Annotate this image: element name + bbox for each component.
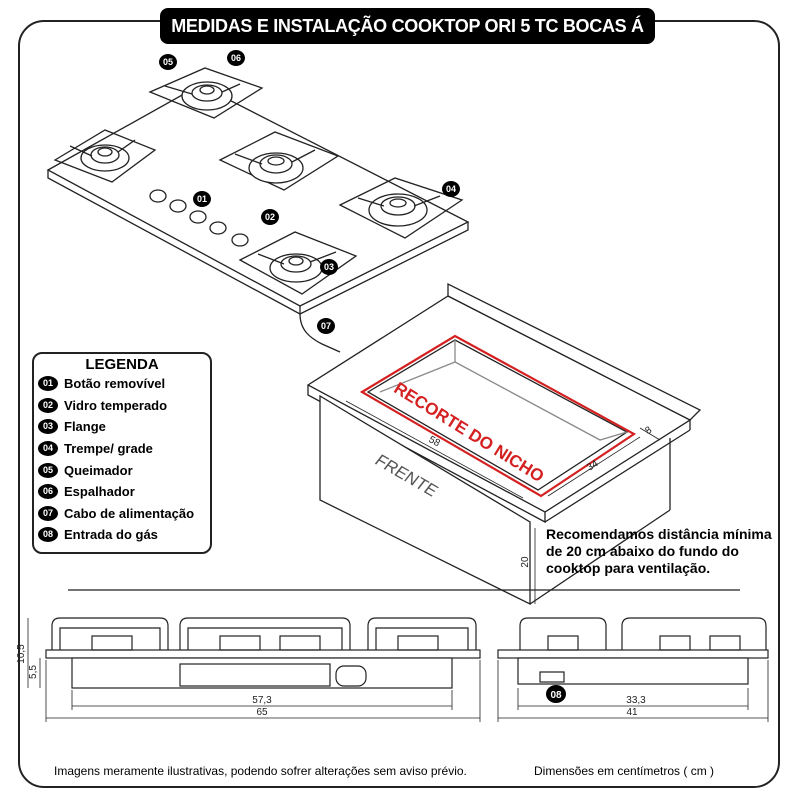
page-title: MEDIDAS E INSTALAÇÃO COOKTOP ORI 5 TC BO…	[160, 8, 655, 72]
callout-06: 06	[227, 50, 245, 66]
dim-inner-depth: 33,3	[626, 695, 646, 706]
side-view-dimensions	[497, 660, 769, 722]
legend-badge: 05	[38, 462, 58, 478]
backsplash	[447, 282, 702, 421]
niche-dimensions	[345, 400, 661, 604]
legend-box: LEGENDA 01 Botão removível 02 Vidro temper…	[32, 352, 212, 554]
footer-units: Dimensões em centímetros ( cm )	[534, 764, 715, 778]
legend-item: 07 Cabo de alimentação	[34, 503, 210, 525]
legend-badge: 07	[38, 505, 58, 521]
side-grate-right	[621, 617, 767, 650]
countertop-front	[307, 385, 546, 524]
callout-07: 07	[317, 318, 335, 334]
legend-label: Cabo de alimentação	[64, 505, 195, 521]
burner-center	[218, 131, 340, 191]
callout-03: 03	[320, 259, 338, 275]
dim-niche-margin: 8	[643, 425, 654, 438]
control-knobs	[149, 189, 249, 247]
callout-02-label: 02	[265, 212, 275, 222]
dim-body-height: 5,5	[28, 665, 39, 679]
legend-item: 06 Espalhador	[34, 481, 210, 503]
front-grate-left	[51, 617, 169, 650]
side-view	[497, 617, 769, 685]
legend-item: 01 Botão removível	[34, 373, 210, 395]
legend-badge: 03	[38, 419, 58, 435]
legend-heading: LEGENDA	[85, 356, 159, 373]
legend-item: 04 Trempe/ grade	[34, 438, 210, 460]
dim-inner-width: 57,3	[252, 695, 272, 706]
dim-total-height: 10,5	[16, 644, 27, 664]
callout-badges: 05 06 01 02 04 03 07	[159, 50, 460, 334]
front-view	[45, 617, 481, 689]
callout-04-label: 04	[446, 184, 456, 194]
legend-badge: 06	[38, 484, 58, 500]
legend-badge: 02	[38, 397, 58, 413]
burner-right	[338, 177, 464, 239]
callout-01-label: 01	[197, 194, 207, 204]
legend-label: Vidro temperado	[64, 397, 168, 413]
side-grate-left	[519, 617, 607, 650]
burner-back-left	[53, 129, 157, 183]
dim-niche-height: 20	[520, 556, 531, 568]
legend-item: 03 Flange	[34, 416, 210, 438]
callout-03-label: 03	[324, 262, 334, 272]
callout-07-label: 07	[321, 321, 331, 331]
power-cable	[299, 313, 341, 353]
footer-disclaimer: Imagens meramente ilustrativas, podendo …	[54, 764, 467, 778]
dim-total-width: 65	[256, 707, 268, 718]
front-view-dimensions	[27, 618, 481, 722]
callout-05-label: 05	[163, 57, 173, 67]
callout-08: 08	[546, 685, 566, 703]
callout-02: 02	[261, 209, 279, 225]
legend-label: Flange	[64, 419, 106, 435]
cutout-outline	[359, 334, 637, 498]
callout-04: 04	[442, 181, 460, 197]
legend-badge: 04	[38, 441, 58, 457]
callout-06-label: 06	[231, 53, 241, 63]
ventilation-note: Recomendamos distância mínima de 20 cm a…	[546, 526, 772, 576]
side-view-glass	[497, 649, 769, 659]
legend-label: Queimador	[64, 462, 133, 478]
callout-05: 05	[159, 54, 177, 70]
legend-item: 05 Queimador	[34, 459, 210, 481]
callout-01: 01	[193, 191, 211, 207]
countertop-niche	[306, 282, 702, 606]
legend-label: Espalhador	[64, 484, 135, 500]
legend-badge: 01	[38, 376, 58, 392]
legend-badge: 08	[38, 527, 58, 543]
legend-item: 08 Entrada do gás	[34, 524, 210, 546]
front-grate-right	[367, 617, 477, 650]
legend-label: Trempe/ grade	[64, 441, 153, 457]
cooktop-isometric	[46, 67, 470, 353]
callout-08-label: 08	[550, 690, 562, 701]
legend-label: Botão removível	[64, 376, 166, 392]
legend-item: 02 Vidro temperado	[34, 395, 210, 417]
legend-label: Entrada do gás	[64, 527, 158, 543]
dim-total-depth: 41	[626, 707, 638, 718]
front-grate-center	[179, 617, 351, 650]
front-view-glass	[45, 649, 481, 659]
dim-niche-width: 58	[427, 434, 442, 449]
burner-back-center	[148, 67, 264, 119]
